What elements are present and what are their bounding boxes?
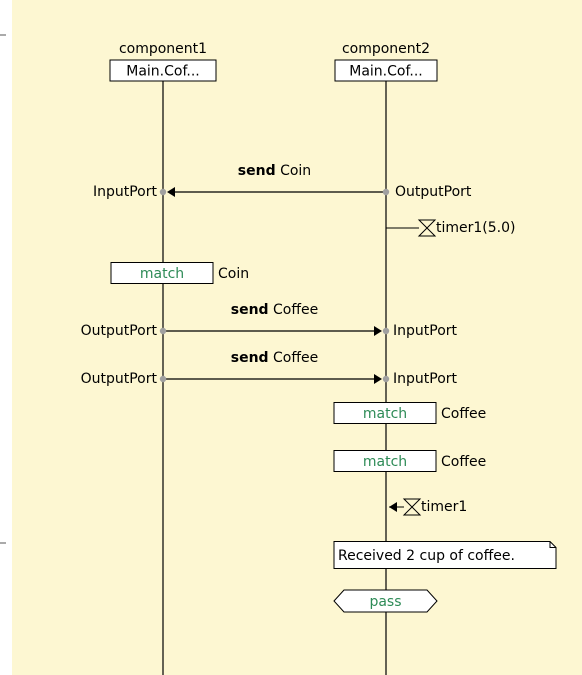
component-type-box: [109, 59, 217, 82]
event-timer-start[interactable]: timer1(5.0): [386, 219, 515, 237]
timer-icon: [402, 498, 422, 516]
port-dot: [159, 327, 167, 335]
to-port-label: InputPort: [93, 184, 158, 200]
arrow-head: [167, 187, 175, 197]
message-name: Coffee: [273, 302, 318, 318]
timer-label: timer1: [421, 499, 467, 515]
message-name: Coin: [280, 163, 311, 179]
match-box: [110, 262, 214, 284]
port-dot: [382, 327, 390, 335]
to-port-label: InputPort: [393, 371, 458, 387]
event-verdict[interactable]: pass: [333, 589, 438, 613]
to-port-label: InputPort: [393, 323, 458, 339]
message-keyword: send: [231, 350, 269, 366]
verdict-text: pass: [369, 594, 401, 610]
from-port-label: OutputPort: [395, 184, 472, 200]
component-type-box: [334, 59, 438, 82]
message-name: Coffee: [273, 350, 318, 366]
arrow-head: [374, 326, 382, 336]
log-box-fold: [549, 541, 556, 548]
component-name: component2: [342, 41, 430, 57]
match-message: Coin: [218, 266, 249, 282]
message-keyword: send: [238, 163, 276, 179]
event-timer-stop[interactable]: timer1: [389, 498, 467, 516]
event-match[interactable]: match Coffee: [333, 450, 486, 472]
port-dot: [159, 188, 167, 196]
port-dot: [159, 375, 167, 383]
match-keyword: match: [363, 406, 407, 422]
event-log[interactable]: Received 2 cup of coffee.: [333, 541, 557, 569]
timer-icon: [417, 219, 437, 237]
event-match[interactable]: match Coin: [110, 262, 249, 284]
match-box: [333, 402, 437, 424]
from-port-label: OutputPort: [81, 323, 158, 339]
message-keyword: send: [231, 302, 269, 318]
event-match[interactable]: match Coffee: [333, 402, 486, 424]
match-message: Coffee: [441, 406, 486, 422]
component-name: component1: [119, 41, 207, 57]
verdict-hexagon: [333, 589, 438, 613]
message-label: send Coffee: [231, 350, 319, 366]
log-box: [333, 541, 557, 569]
port-dot: [382, 188, 390, 196]
match-keyword: match: [140, 266, 184, 282]
component-type-label: Main.Cof...: [349, 64, 422, 80]
match-keyword: match: [363, 454, 407, 470]
message-label: send Coffee: [231, 302, 319, 318]
timer-label: timer1(5.0): [436, 220, 515, 236]
match-box: [333, 450, 437, 472]
port-dot: [382, 375, 390, 383]
component-type-label: Main.Cof...: [126, 64, 199, 80]
match-message: Coffee: [441, 454, 486, 470]
from-port-label: OutputPort: [81, 371, 158, 387]
message-label: send Coin: [238, 163, 311, 179]
log-text: Received 2 cup of coffee.: [338, 548, 515, 564]
arrow-head: [374, 374, 382, 384]
